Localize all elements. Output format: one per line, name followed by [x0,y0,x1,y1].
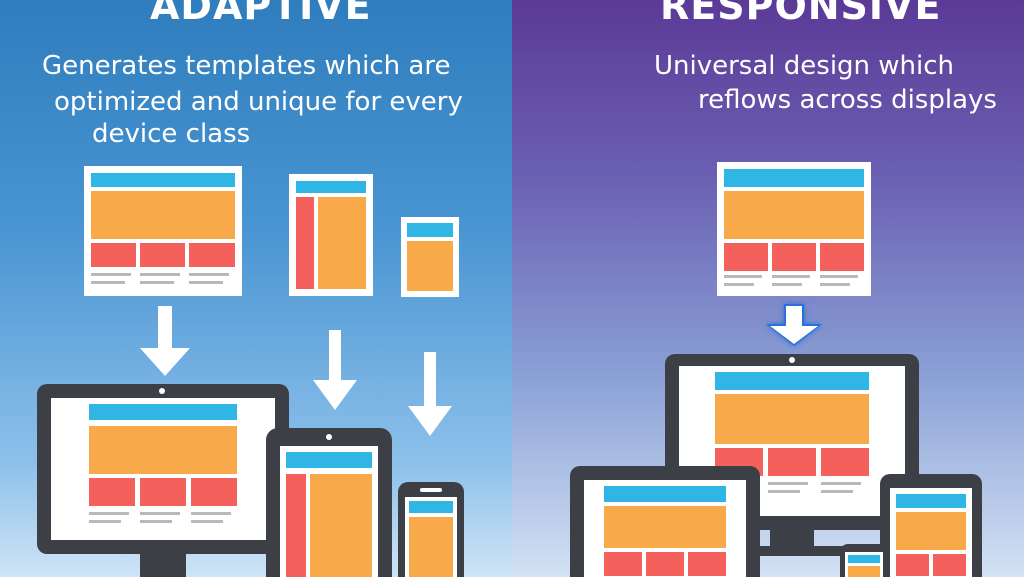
wireframe-sidebar-block [296,197,314,289]
laptop-device [570,466,760,577]
screen-header-block [409,501,453,513]
screen-text-line [821,490,853,493]
wireframe-tile-block [140,243,185,267]
screen-header-block [896,494,966,508]
screen-text-line [140,512,180,515]
wireframe-tile-block [820,243,864,271]
adaptive-title: ADAPTIVE [150,0,372,28]
camera-dot [326,434,332,440]
screen-tile-block [604,552,642,576]
monitor-stand [770,530,814,548]
down-arrow-icon [766,304,822,346]
adaptive-description-line-1: Generates templates which are [42,51,451,81]
tablet-screen [280,446,378,577]
wireframe-text-line [820,283,850,286]
wireframe-text-line [189,273,229,276]
tablet-device [266,428,392,577]
screen-hero-block [409,517,453,577]
screen-tile-block [89,478,135,506]
wireframe-hero-block [724,191,864,239]
screen-header-block [286,452,372,468]
wireframe-hero-block [407,241,453,291]
screen-text-line [191,520,223,523]
screen-text-line [768,482,808,485]
screen-hero-block [310,474,372,577]
screen-header-block [848,555,880,563]
screen-tile-block [768,448,816,476]
responsive-panel: RESPONSIVE Universal design which reflow… [512,0,1024,577]
screen-tile-block [140,478,186,506]
desktop-screen [51,398,275,540]
screen-text-line [821,482,861,485]
wireframe-header-block [407,223,453,237]
wireframe-text-line [140,281,174,284]
wireframe-hero-block [91,191,235,239]
wireframe-header-block [91,173,235,187]
screen-header-block [715,372,869,390]
screen-tile-block [933,554,966,576]
screen-tile-block [646,552,684,576]
screen-hero-block [715,394,869,444]
responsive-description-line-2: reflows across displays [698,85,997,115]
screen-hero-block [89,426,237,474]
responsive-description-line-1: Universal design which [654,51,955,81]
wireframe-text-line [189,281,223,284]
down-arrow-icon [140,306,190,376]
screen-tile-block [821,448,869,476]
wireframe-tile-block [91,243,136,267]
wireframe-tile-block [189,243,235,267]
wireframe-hero-block [318,197,366,289]
phone-screen [405,497,457,577]
phone-device [398,482,464,577]
phone-template-wireframe [401,217,459,297]
wireframe-text-line [724,275,762,278]
monitor-stand [140,554,186,577]
wireframe-tile-block [772,243,816,271]
wireframe-header-block [724,169,864,187]
adaptive-description-line-2: optimized and unique for every [54,87,463,117]
tablet-device [880,474,982,577]
screen-hero-block [896,512,966,550]
laptop-screen [584,480,746,577]
down-arrow-icon [313,330,357,410]
screen-header-block [89,404,237,420]
camera-dot [789,357,795,363]
screen-text-line [191,512,231,515]
phone-screen [845,552,883,577]
phone-device [840,544,888,577]
wireframe-text-line [91,281,125,284]
wireframe-tile-block [724,243,768,271]
screen-text-line [89,512,129,515]
universal-template-wireframe [717,162,871,296]
screen-text-line [140,520,172,523]
screen-text-line [89,520,121,523]
desktop-monitor-device [37,384,289,554]
screen-hero-block [848,566,880,577]
wireframe-text-line [724,283,754,286]
phone-speaker [420,488,442,492]
wireframe-header-block [296,181,366,193]
screen-hero-block [604,506,726,548]
wireframe-text-line [772,283,802,286]
wireframe-text-line [91,273,131,276]
tablet-template-wireframe [289,174,373,296]
down-arrow-icon [408,352,452,436]
wireframe-text-line [772,275,810,278]
adaptive-description-line-3: device class [92,119,251,149]
monitor-base [738,546,848,556]
responsive-title: RESPONSIVE [660,0,942,28]
screen-tile-block [191,478,237,506]
wireframe-text-line [140,273,180,276]
screen-tile-block [896,554,929,576]
screen-tile-block [688,552,726,576]
camera-dot [159,388,165,394]
tablet-screen [890,488,972,577]
wireframe-text-line [820,275,858,278]
screen-text-line [768,490,800,493]
screen-header-block [604,486,726,502]
desktop-template-wireframe [84,166,242,296]
screen-sidebar-block [286,474,306,577]
adaptive-panel: ADAPTIVE Generates templates which are o… [0,0,512,577]
